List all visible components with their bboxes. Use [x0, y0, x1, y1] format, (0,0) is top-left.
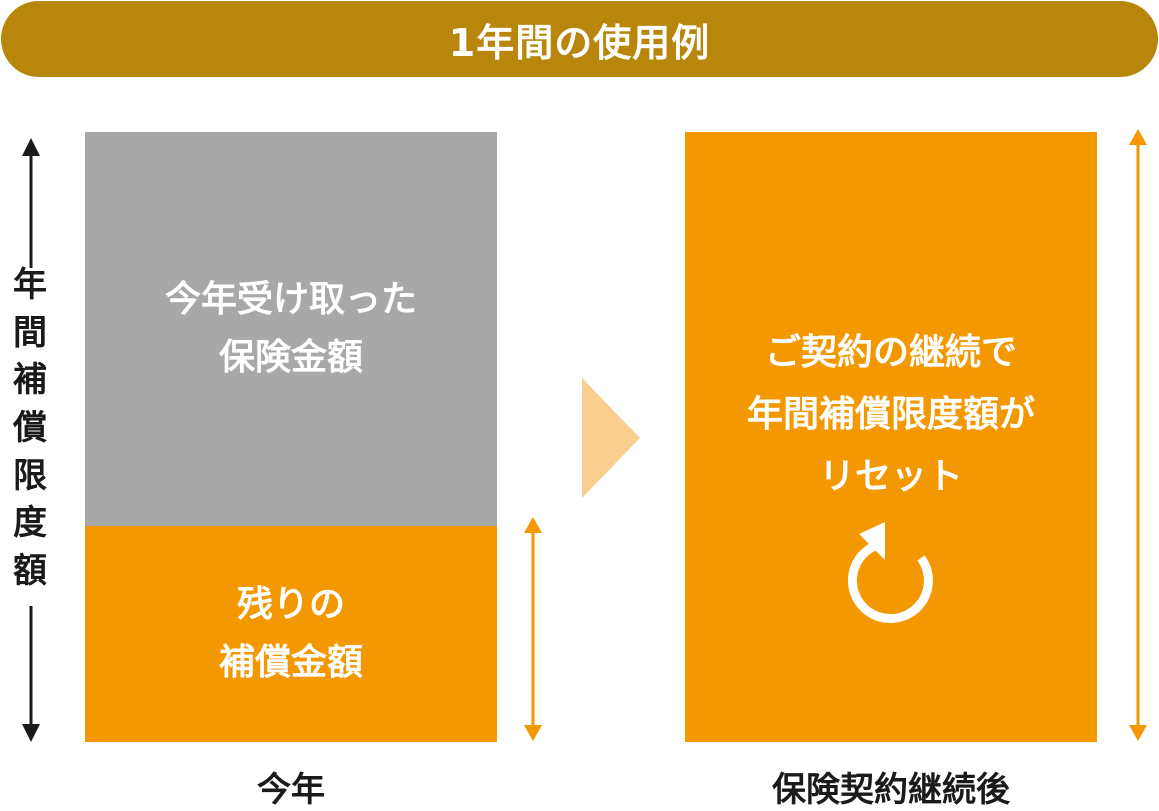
title-text: 1年間の使用例	[448, 20, 711, 65]
reset-line3: リセット	[818, 456, 963, 497]
annual-limit-char: 度	[13, 503, 47, 544]
remaining-amount-line2: 補償金額	[218, 642, 363, 683]
chevron-right-icon	[582, 378, 640, 498]
full-limit-arrow	[1129, 129, 1147, 741]
remaining-arrow	[524, 517, 542, 741]
annual-limit-label: 年 間 補 償 限 度 額	[8, 268, 52, 588]
reset-box: ご契約の継続で 年間補償限度額が リセット	[685, 132, 1097, 742]
used-amount-line2: 保険金額	[218, 337, 363, 378]
annual-limit-char: 限	[13, 455, 47, 496]
after-renewal-caption: 保険契約継続後	[772, 770, 1010, 810]
reset-icon	[847, 522, 933, 624]
remaining-amount-line1: 残りの	[236, 584, 345, 625]
total-limit-arrow	[22, 138, 40, 742]
used-amount-box: 今年受け取った 保険金額	[85, 132, 497, 526]
annual-limit-char: 補	[13, 360, 47, 401]
reset-line2: 年間補償限度額が	[746, 394, 1035, 435]
this-year-caption: 今年	[257, 770, 325, 810]
remaining-amount-box: 残りの 補償金額	[85, 526, 497, 742]
annual-limit-char: 償	[13, 407, 47, 448]
reset-line1: ご契約の継続で	[764, 332, 1017, 373]
used-amount-line1: 今年受け取った	[164, 279, 417, 320]
title-banner: 1年間の使用例	[1, 1, 1158, 77]
annual-limit-char: 年	[13, 265, 47, 305]
annual-limit-char: 額	[13, 550, 47, 591]
annual-limit-char: 間	[13, 312, 47, 353]
